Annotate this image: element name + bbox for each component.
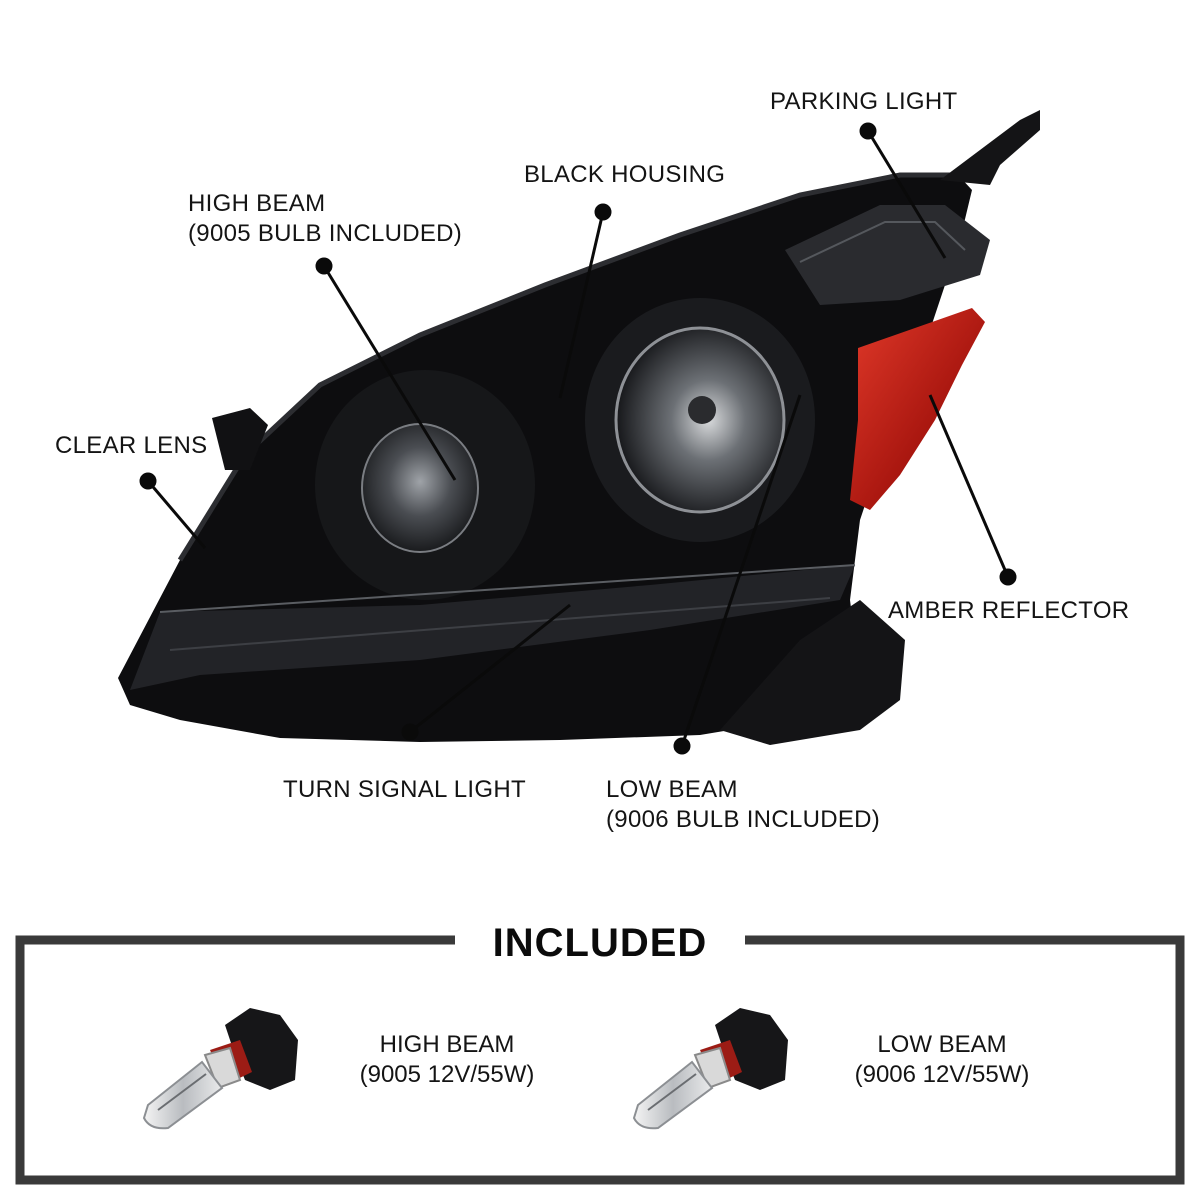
leader-high-beam bbox=[322, 265, 457, 481]
turn-signal-strip bbox=[130, 565, 855, 690]
bulb-9005-image bbox=[142, 1008, 298, 1130]
dot-turn-signal bbox=[401, 723, 419, 741]
label-low-beam-line2: (9006 BULB INCLUDED) bbox=[606, 806, 881, 833]
label-high-beam-line1: HIGH BEAM bbox=[188, 190, 326, 217]
label-parking-light: PARKING LIGHT bbox=[770, 88, 958, 115]
label-high-beam: HIGH BEAM (9005 BULB INCLUDED) bbox=[188, 189, 462, 249]
dot-high-beam bbox=[315, 257, 333, 275]
label-bulb-9005-line1: HIGH BEAM bbox=[379, 1031, 515, 1058]
label-amber-reflector: AMBER REFLECTOR bbox=[888, 597, 1130, 624]
label-bulb-9006-line1: LOW BEAM bbox=[877, 1031, 1007, 1058]
included-title: INCLUDED bbox=[492, 921, 708, 965]
label-black-housing: BLACK HOUSING bbox=[524, 161, 726, 188]
leader-turn-signal bbox=[409, 603, 571, 734]
mount-bracket-bottom bbox=[720, 600, 905, 745]
dot-black-housing bbox=[594, 203, 612, 221]
upper-chrome-edge bbox=[177, 172, 958, 562]
label-low-beam: LOW BEAM (9006 BULB INCLUDED) bbox=[606, 775, 880, 835]
high-beam-lens bbox=[362, 424, 478, 552]
parking-light-lens bbox=[785, 205, 990, 305]
headlight-assembly bbox=[118, 110, 1040, 745]
label-bulb-9006: LOW BEAM (9006 12V/55W) bbox=[850, 1030, 1034, 1090]
dot-amber-reflector bbox=[999, 568, 1017, 586]
label-low-beam-line1: LOW BEAM bbox=[606, 776, 738, 803]
amber-reflector bbox=[850, 308, 985, 510]
mount-bracket-left bbox=[212, 408, 268, 470]
dot-clear-lens bbox=[139, 472, 157, 490]
mount-bracket-top bbox=[940, 110, 1040, 185]
leader-parking-light bbox=[866, 130, 947, 259]
leader-amber-reflector bbox=[928, 394, 1010, 578]
dot-low-beam bbox=[673, 737, 691, 755]
leader-black-housing bbox=[558, 211, 605, 399]
label-clear-lens: CLEAR LENS bbox=[55, 432, 208, 459]
label-high-beam-line2: (9005 BULB INCLUDED) bbox=[188, 220, 463, 247]
included-frame bbox=[15, 935, 1185, 1185]
label-turn-signal-light: TURN SIGNAL LIGHT bbox=[283, 776, 526, 803]
callout-leaders bbox=[139, 122, 1017, 755]
label-bulb-9005-line2: (9005 12V/55W) bbox=[359, 1061, 535, 1088]
leader-clear-lens bbox=[146, 480, 207, 549]
label-bulb-9005: HIGH BEAM (9005 12V/55W) bbox=[356, 1030, 538, 1090]
bulb-9006-image bbox=[632, 1008, 788, 1130]
dot-parking-light bbox=[859, 122, 877, 140]
leader-low-beam bbox=[680, 394, 802, 747]
label-bulb-9006-line2: (9006 12V/55W) bbox=[854, 1061, 1030, 1088]
